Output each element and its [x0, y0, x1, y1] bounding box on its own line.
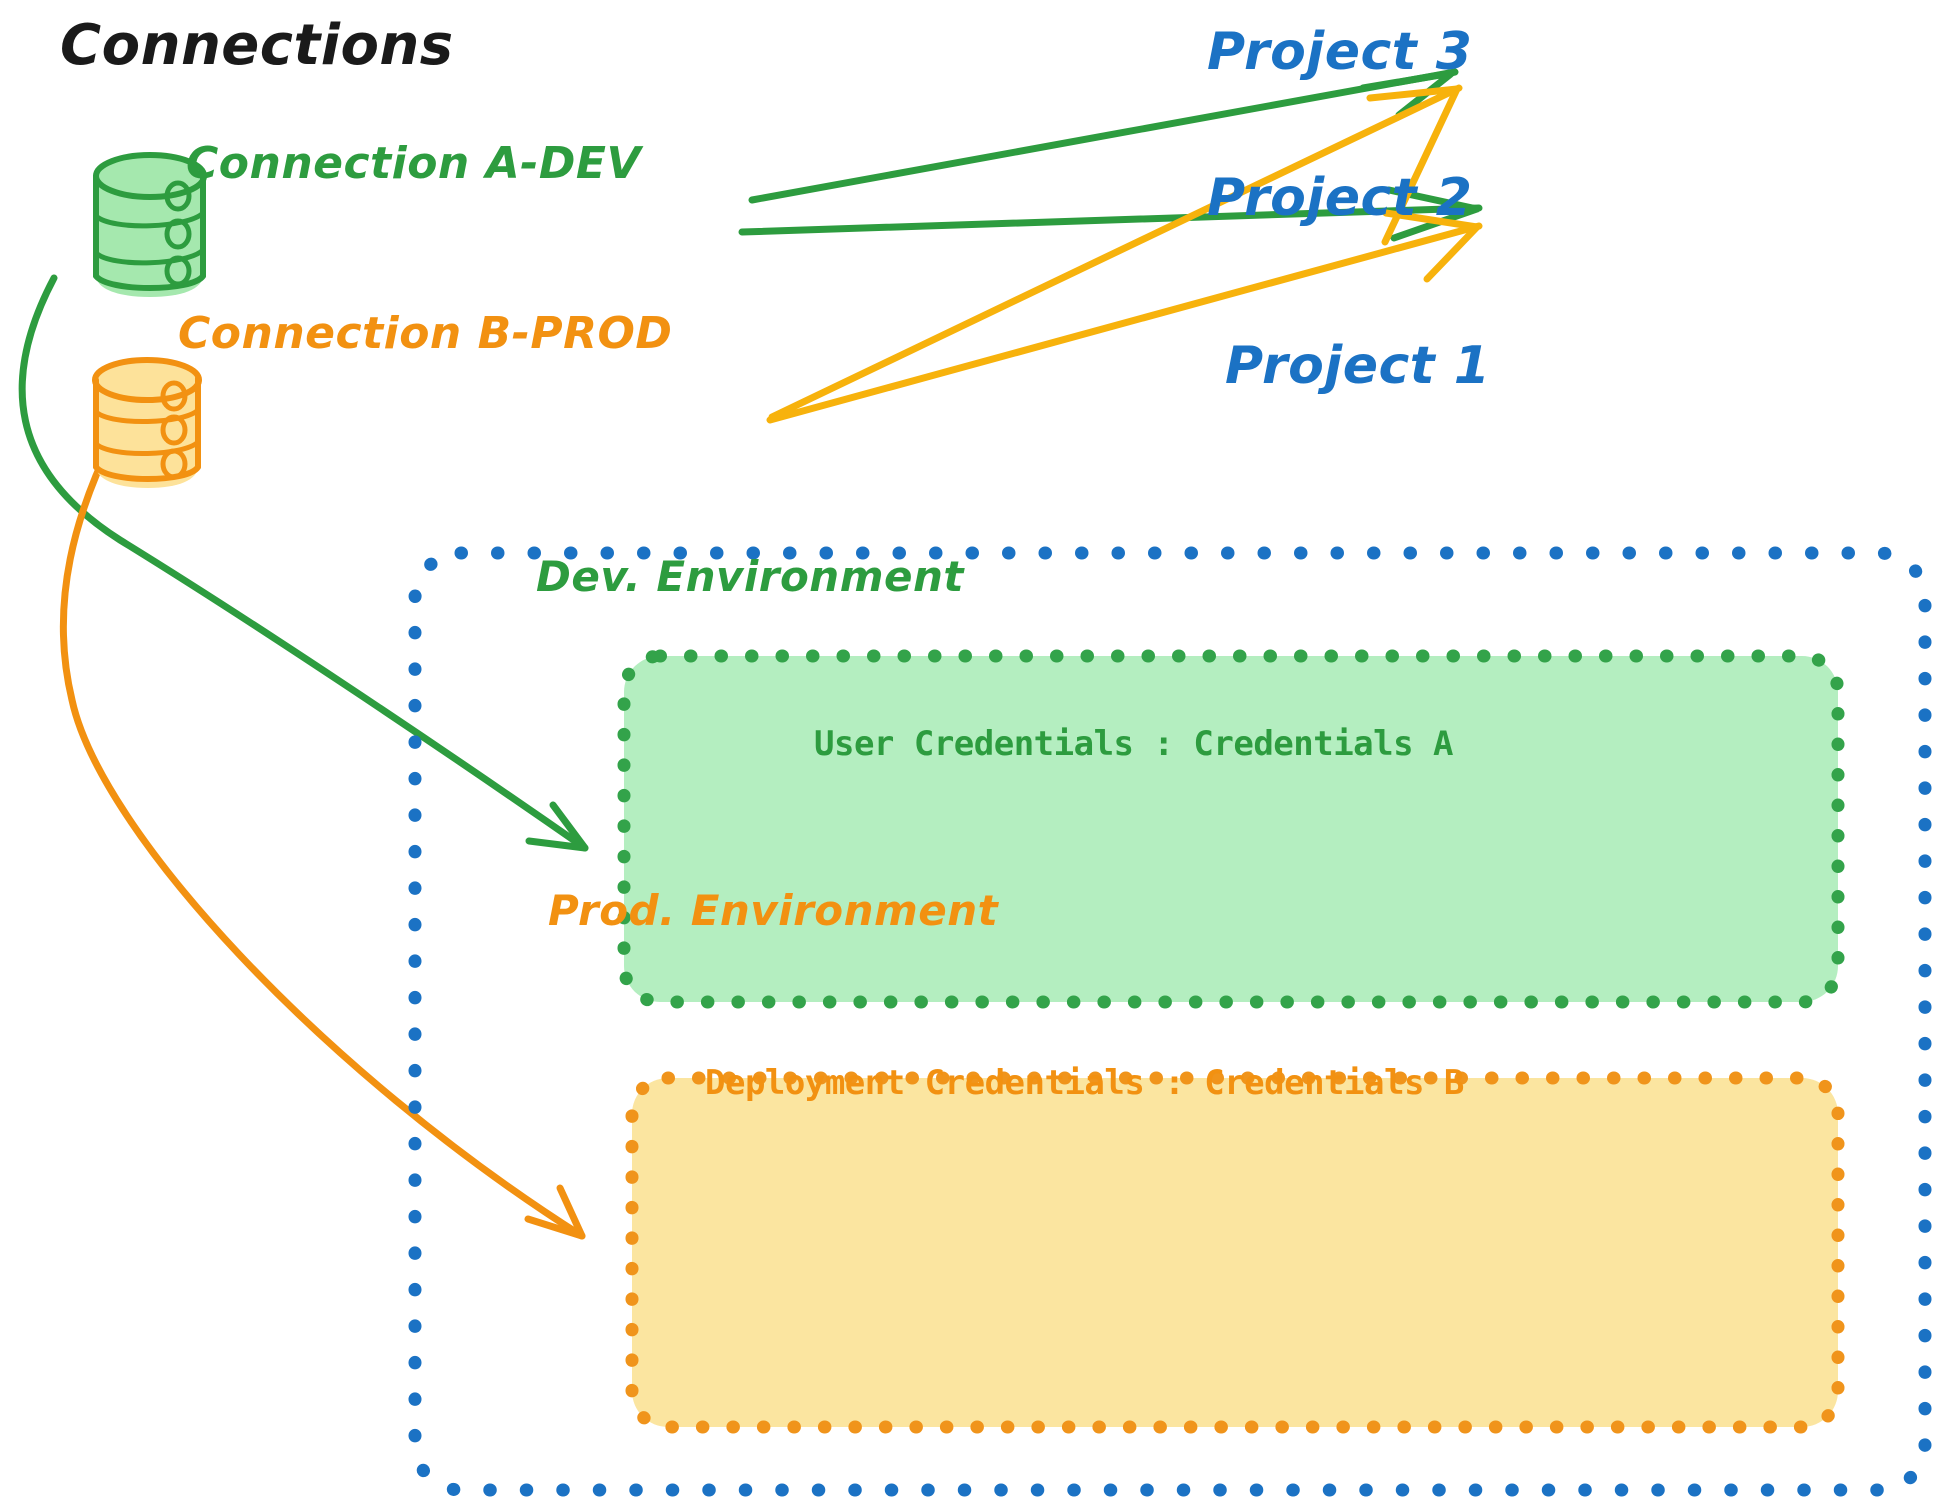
prod-environment-credentials: Deployment Credentials : Credentials B: [705, 1063, 1464, 1103]
database-cylinder-icon-orange[interactable]: [92, 357, 202, 488]
connection-b-prod-label[interactable]: Connection B-PROD: [178, 308, 673, 359]
page-title: Connections: [60, 13, 454, 78]
prod-environment-box[interactable]: [625, 1071, 1845, 1434]
dev-environment-credentials: User Credentials : Credentials A: [814, 724, 1454, 764]
project-3-label[interactable]: Project 3: [1207, 22, 1473, 82]
project-2-label[interactable]: Project 2: [1207, 168, 1473, 228]
edge-conn-b-to-prod-environment: [59, 436, 586, 1240]
prod-environment-title: Prod. Environment: [548, 886, 999, 935]
database-cylinder-icon-green[interactable]: [93, 152, 207, 297]
connection-a-dev-label[interactable]: Connection A-DEV: [186, 138, 642, 189]
edge-conn-a-to-dev-environment: [18, 274, 589, 852]
dev-environment-title: Dev. Environment: [536, 552, 964, 601]
dev-environment-box[interactable]: [617, 649, 1845, 1009]
edge-conn-b-to-project-2: [766, 209, 1483, 424]
project-1-label[interactable]: Project 1: [1225, 336, 1491, 396]
